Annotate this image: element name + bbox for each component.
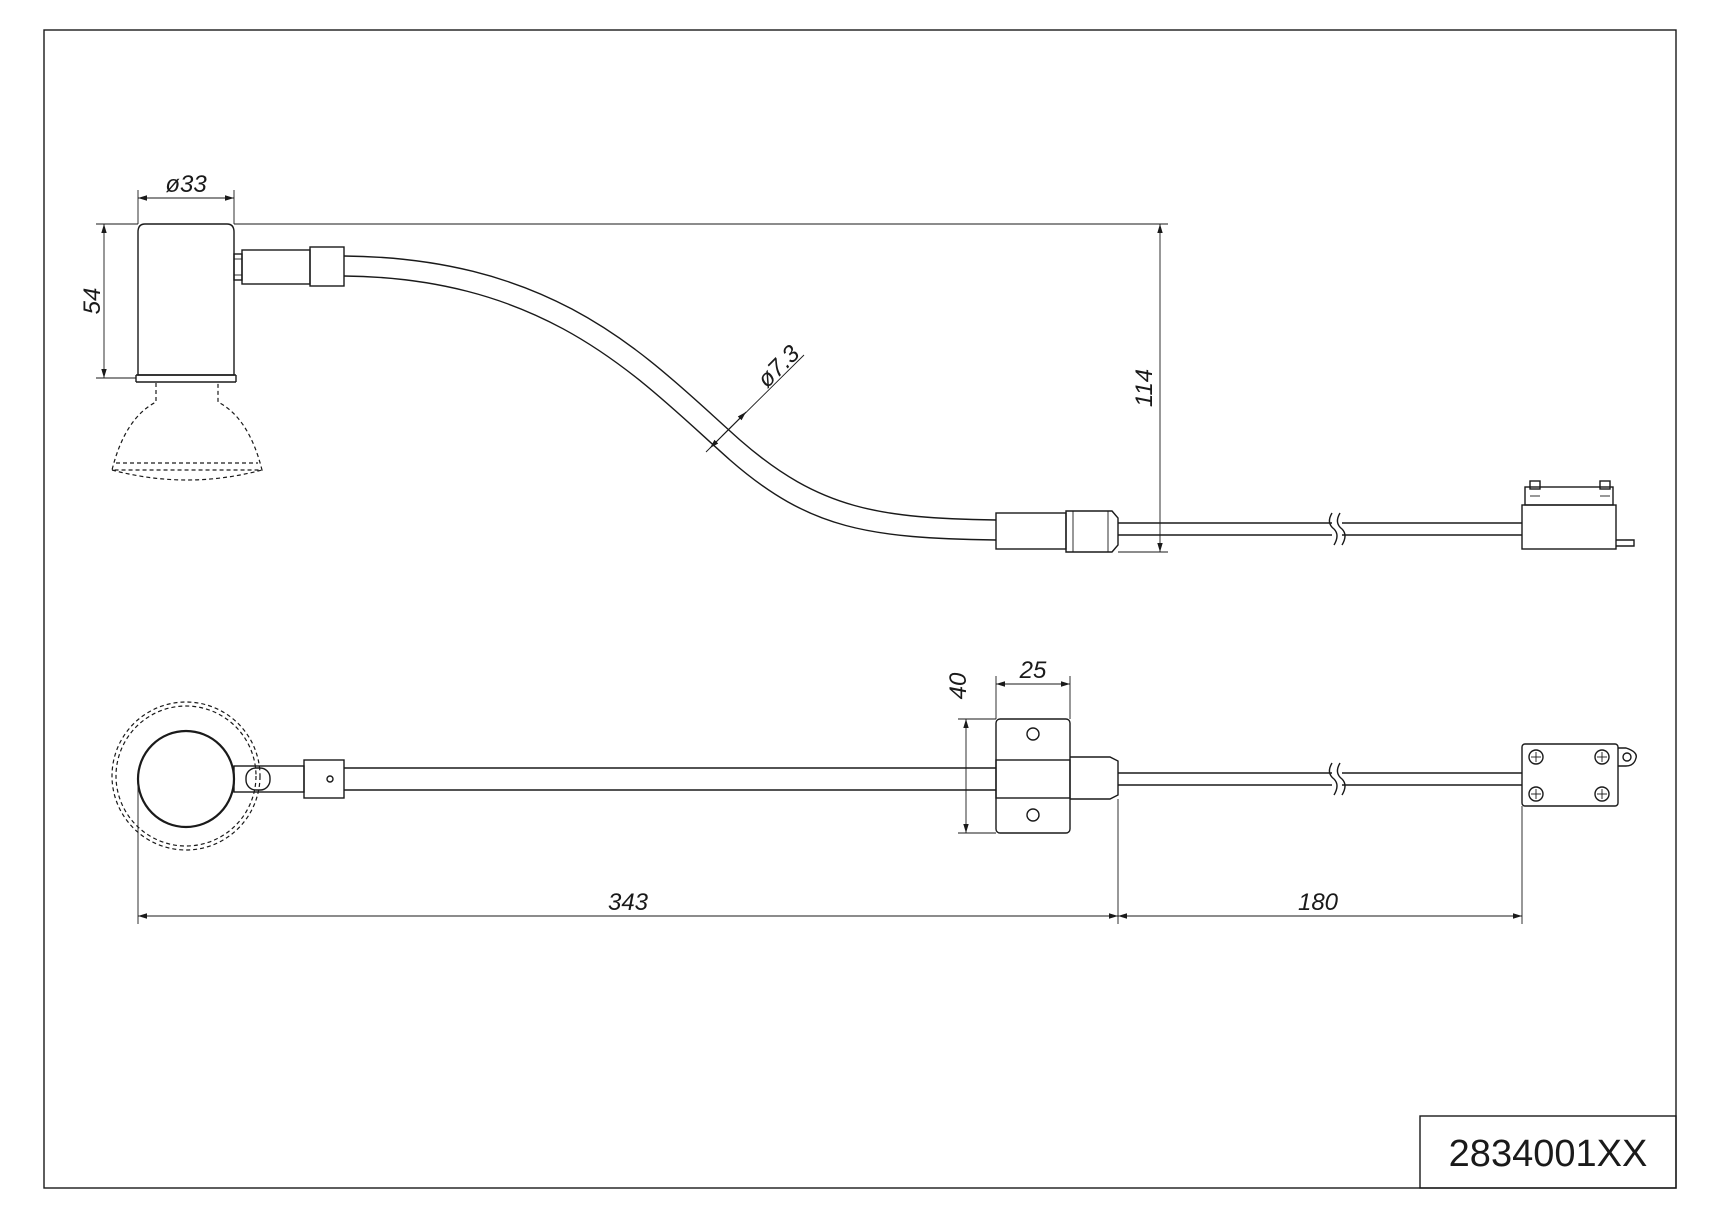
dim-cable-diameter: ø7.3	[752, 340, 806, 394]
lamp-head-side	[135, 223, 243, 383]
power-cable-side	[1118, 512, 1522, 546]
top-view	[111, 701, 1637, 851]
bottom-connector	[995, 510, 1119, 553]
dim-bracket-width: 25	[1019, 657, 1047, 684]
gooseneck-cable	[343, 255, 997, 541]
arm-top	[344, 767, 996, 791]
title-block: 2834001XX	[1419, 1115, 1677, 1189]
dim-cable-length: 180	[1298, 889, 1339, 916]
dim-arm-length: 343	[608, 889, 649, 916]
side-view-dimensions: ø33 54 114 ø7.3	[79, 171, 1168, 553]
terminal-block-top	[1521, 743, 1637, 807]
swivel-joint	[233, 759, 345, 799]
top-connector	[241, 246, 345, 287]
drawing-frame	[43, 29, 1677, 1189]
bulb-outline-side	[111, 383, 263, 481]
dim-head-diameter: ø33	[165, 171, 207, 198]
mounting-bracket	[995, 718, 1119, 834]
side-view	[111, 223, 1635, 553]
dim-total-height: 114	[1131, 369, 1158, 407]
power-cable-top	[1118, 762, 1522, 796]
terminal-block-side	[1521, 480, 1635, 550]
dim-head-height: 54	[79, 288, 106, 315]
lamp-head-top	[111, 701, 261, 851]
dim-bracket-height: 40	[945, 672, 972, 699]
part-number: 2834001XX	[1449, 1133, 1648, 1175]
top-view-dimensions: 25 40 343 180	[137, 657, 1523, 924]
